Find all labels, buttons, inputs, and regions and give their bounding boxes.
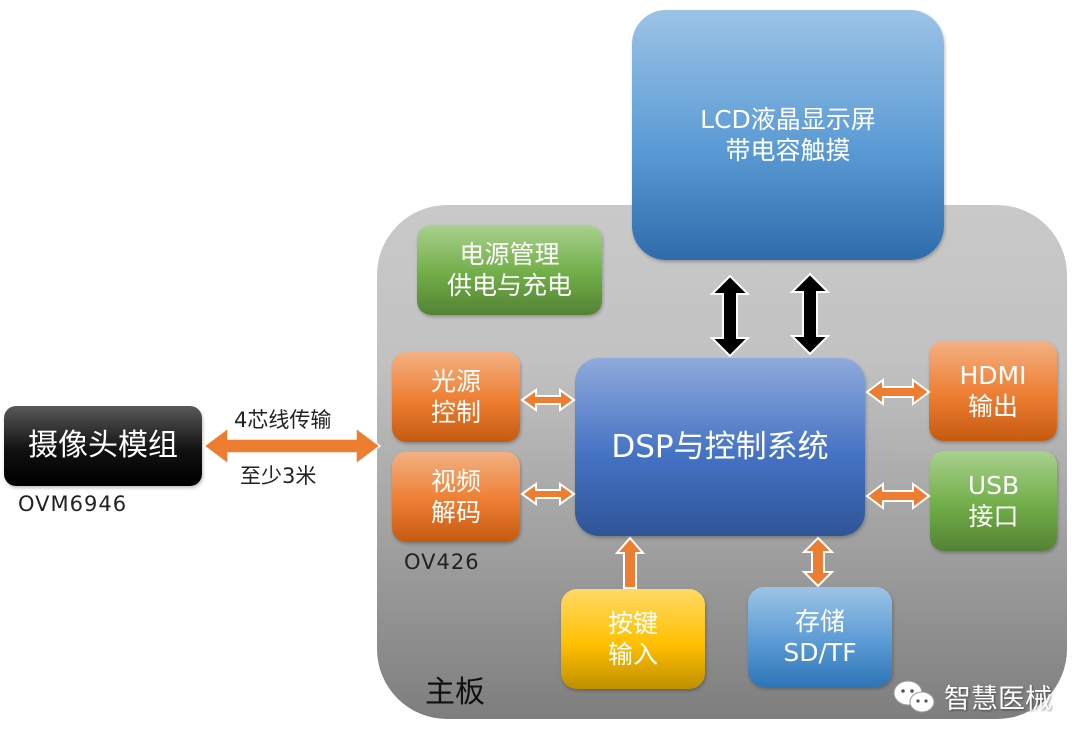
video-dsp-arrow [520,482,576,506]
video-decoder-part-number: OV426 [404,550,480,574]
video-label-line2: 解码 [430,498,481,527]
lcd-dsp-arrow-right [789,272,831,356]
camera-module-block: 摄像头模组 [4,406,202,486]
storage-label-line1: 存储 [794,606,845,636]
power-label-line2: 供电与充电 [446,271,572,300]
camera-module-label: 摄像头模组 [28,428,178,464]
hdmi-label-line1: HDMI [959,360,1027,390]
lcd-label-line2: 带电容触摸 [725,136,851,165]
cable-label-top: 4芯线传输 [234,408,332,432]
cable-label-bottom: 至少3米 [240,464,317,488]
storage-label-line2: SD/TF [783,638,857,667]
usb-label-line1: USB [967,470,1020,500]
dsp-storage-arrow [801,536,835,588]
video-label-line1: 视频 [430,466,481,496]
keys-label-line1: 按键 [607,608,658,638]
usb-label-line2: 接口 [968,502,1019,531]
light-label-line2: 控制 [430,398,481,427]
power-management-block: 电源管理 供电与充电 [417,225,602,315]
lcd-display-block: LCD液晶显示屏 带电容触摸 [632,10,944,260]
usb-interface-block: USB 接口 [930,451,1057,551]
cable-arrow [202,426,382,466]
dsp-control-block: DSP与控制系统 [575,358,865,536]
lcd-label-line1: LCD液晶显示屏 [700,104,876,134]
dsp-usb-arrow [865,482,931,510]
watermark: 智慧医械 [892,677,1052,716]
light-dsp-arrow [520,388,576,412]
wechat-icon [893,680,935,712]
key-input-block: 按键 输入 [561,589,705,689]
dsp-label: DSP与控制系统 [611,428,829,465]
light-label-line1: 光源 [430,366,481,396]
hdmi-output-block: HDMI 输出 [929,341,1057,441]
light-control-block: 光源 控制 [392,352,520,442]
keys-label-line2: 输入 [607,640,658,669]
camera-part-number: OVM6946 [18,492,128,516]
hdmi-label-line2: 输出 [967,392,1018,421]
lcd-dsp-arrow-left [709,274,751,358]
watermark-text: 智慧医械 [944,684,1052,715]
video-decode-block: 视频 解码 [392,452,520,542]
power-label-line1: 电源管理 [459,239,560,269]
storage-block: 存储 SD/TF [748,587,892,687]
main-board-label: 主板 [425,675,485,710]
keys-dsp-arrow [614,536,646,589]
dsp-hdmi-arrow [865,378,931,406]
